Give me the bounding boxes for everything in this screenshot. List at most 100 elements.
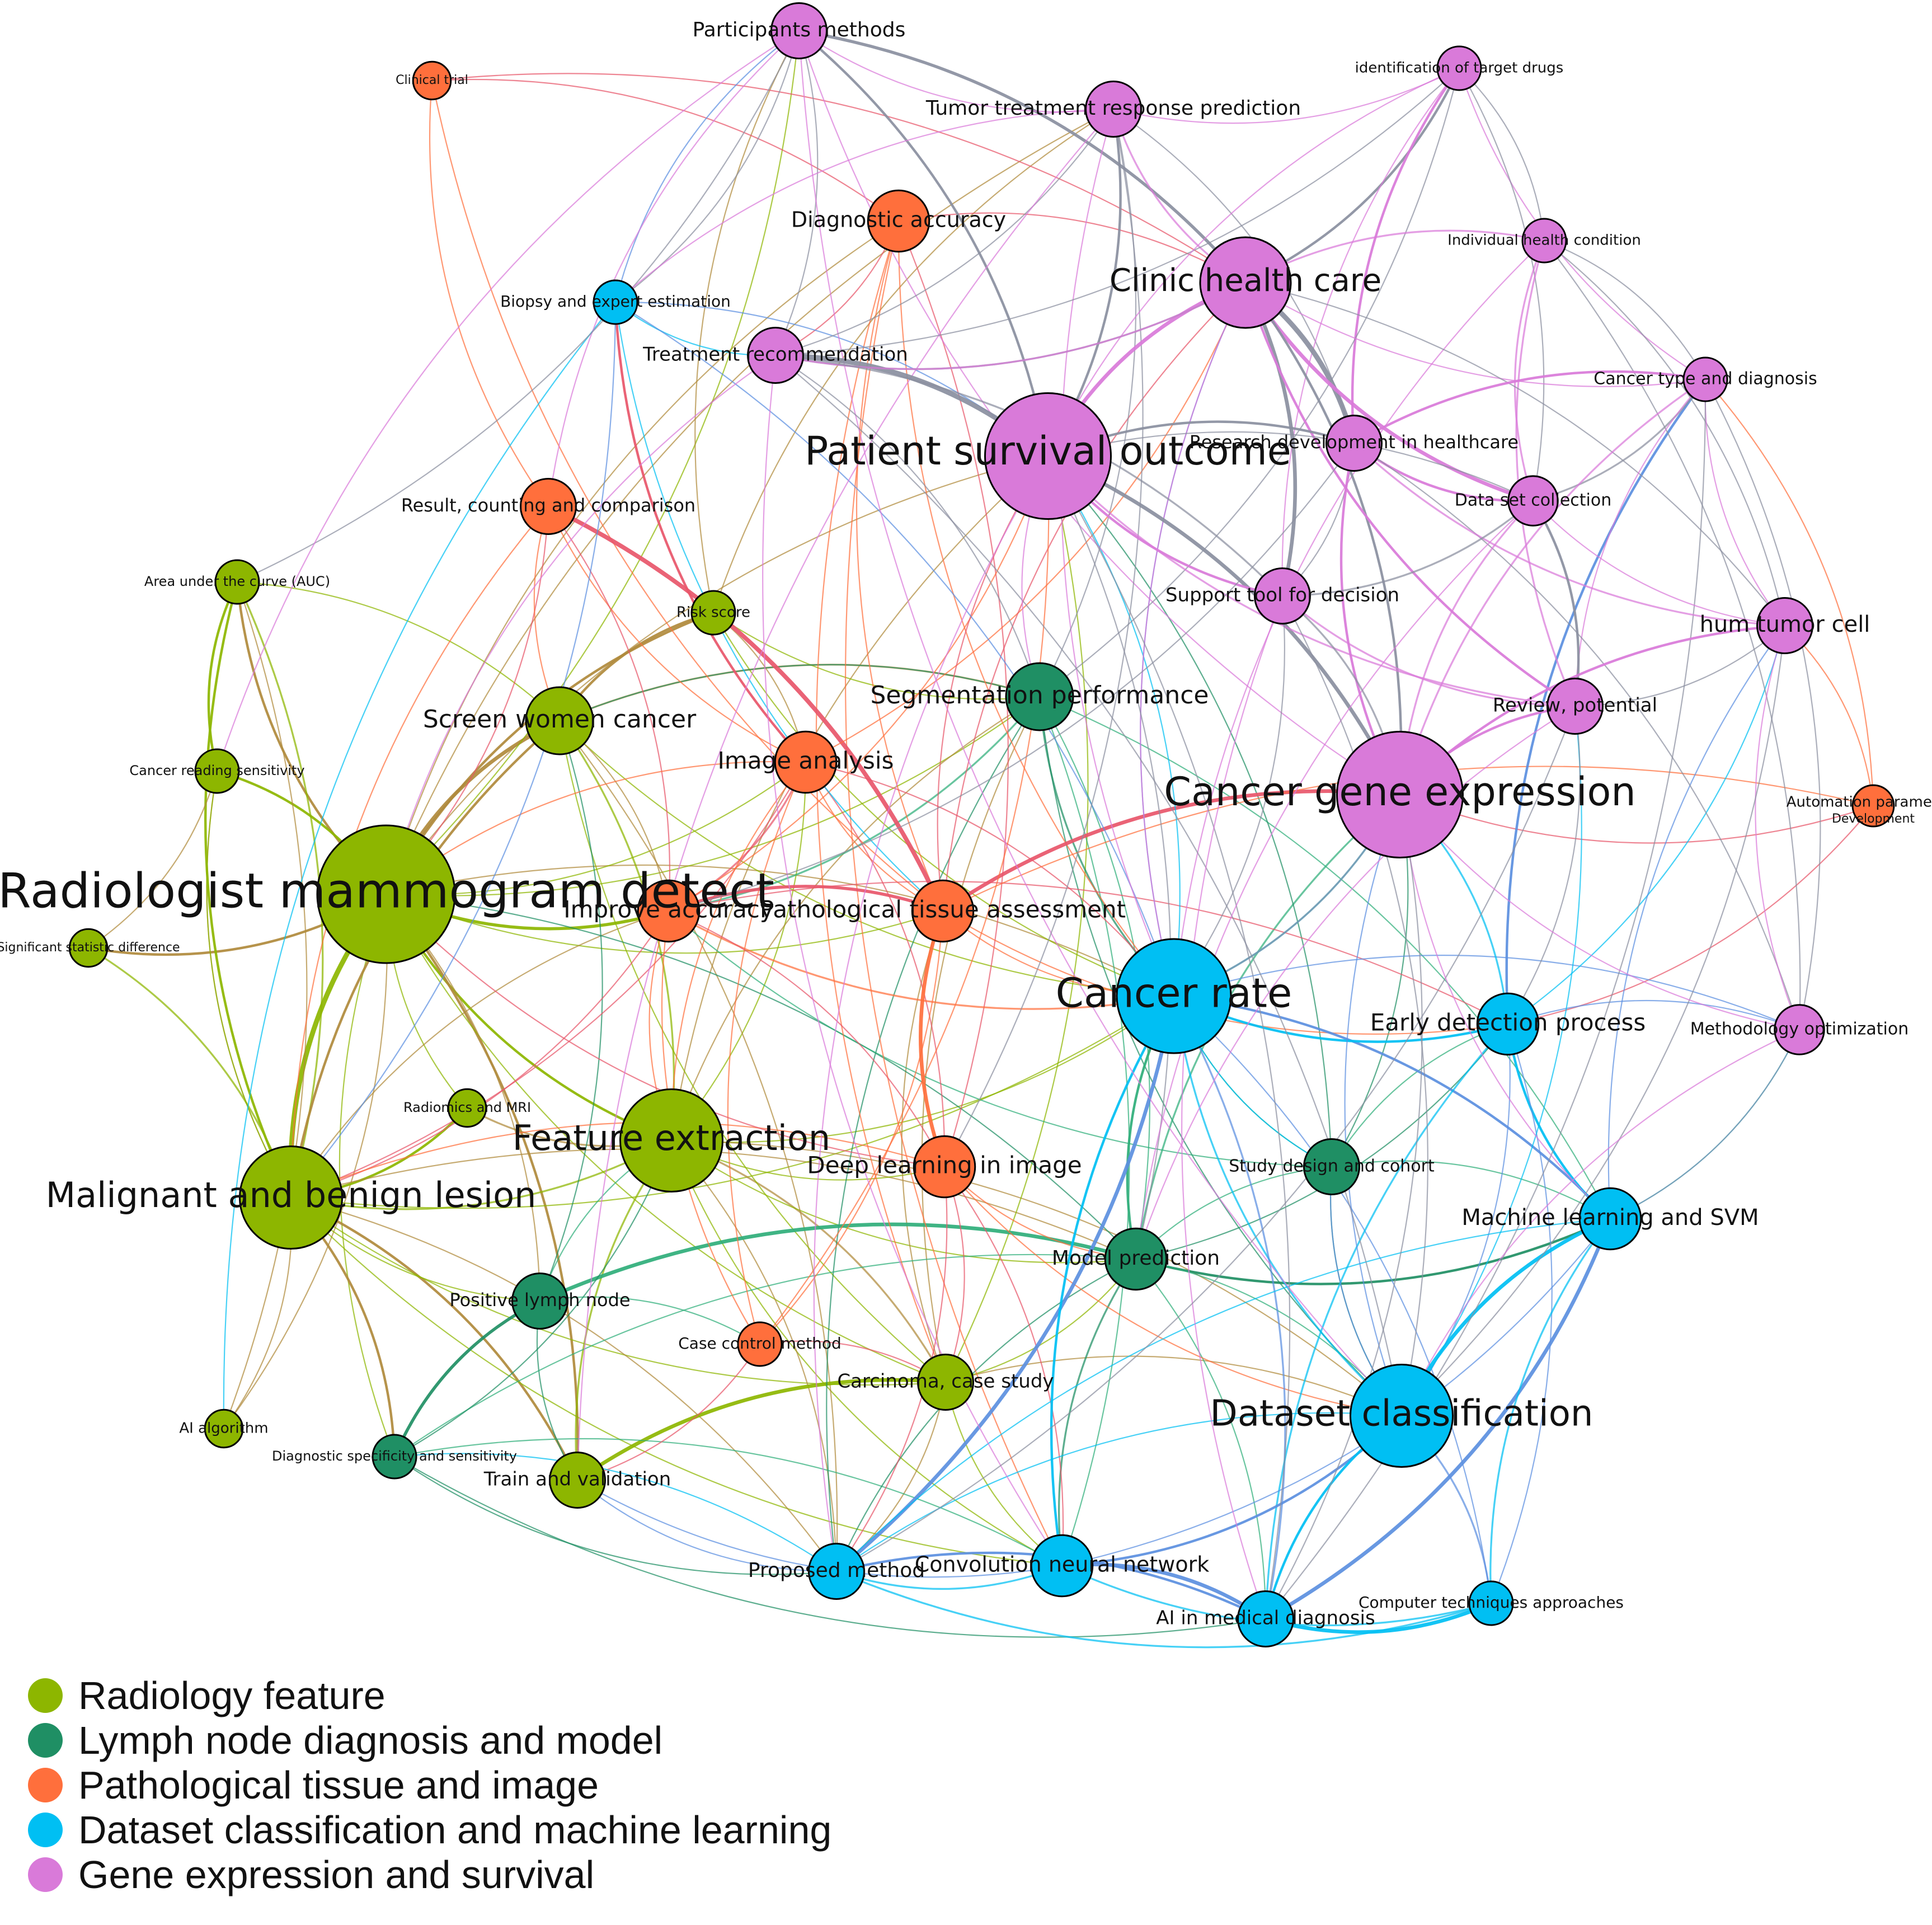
legend-swatch-lymph [28, 1723, 63, 1758]
edge-pln-mp [539, 1222, 1136, 1303]
edge-bee-pmeth [614, 30, 800, 303]
edge-ct-da [431, 78, 899, 222]
edge-swc-ccs [558, 720, 946, 1383]
node-label-imp: Improve accuracy [563, 896, 774, 923]
edge-ctd-cge [1399, 378, 1706, 795]
edge-ap-htc [1784, 625, 1874, 806]
node-label-rdh: Research development in healthcare [1190, 431, 1519, 453]
edge-edp-ctd [1505, 378, 1707, 1025]
node-mo [1774, 1004, 1825, 1055]
edge-rmd-ccs [386, 894, 946, 1383]
edge-chc-rvp [1244, 282, 1576, 707]
edge-rcc-pta [547, 504, 945, 912]
edge-pm-dss [394, 1453, 837, 1572]
edge-mbl-tv [290, 1196, 579, 1481]
edge-imp-pso [668, 456, 1049, 912]
node-label-sdc: Study design and cohort [1229, 1157, 1435, 1176]
edge-chc-cr [1140, 282, 1246, 997]
edge-itd-rdh [1351, 67, 1460, 444]
edge-mbl-cr [290, 996, 1174, 1209]
edge-ccm-pta [759, 910, 944, 1345]
edge-ccm-pso [759, 456, 1050, 1345]
node-ccm [737, 1321, 783, 1367]
edge-itd-ctd [1458, 68, 1706, 380]
node-tv [549, 1452, 606, 1509]
node-swc [525, 686, 594, 755]
node-label-cta: Computer techniques approaches [1358, 1593, 1624, 1612]
edge-da-chc [898, 212, 1246, 283]
edge-rmd-pta [386, 893, 943, 954]
edge-htc-mo [1755, 625, 1801, 1030]
edge-cr-pm [835, 996, 1176, 1573]
edge-ttrp-cr [1060, 109, 1175, 997]
edge-rdh-htc [1353, 442, 1785, 627]
edge-pta-cge [942, 789, 1400, 913]
edge-ct-rcc [429, 80, 549, 507]
edge-chc-cge [1244, 281, 1403, 795]
edge-pln-swc [539, 720, 603, 1302]
node-sdc [1303, 1138, 1360, 1195]
edge-ia-ccm [727, 762, 807, 1345]
node-dsc [1507, 475, 1559, 527]
edge-pm-tv [577, 1480, 837, 1572]
edge-swc-auc [237, 581, 560, 721]
node-label-mbl: Malignant and benign lesion [46, 1175, 537, 1215]
edge-edp-mo [1507, 999, 1800, 1031]
edge-itd-tr [775, 68, 1460, 356]
node-label-cge: Cancer gene expression [1164, 769, 1636, 815]
edge-tr-dc [775, 355, 1403, 1416]
edge-ia-mbl [290, 762, 806, 1199]
edge-pmeth-tr [774, 30, 819, 356]
node-mls [1578, 1187, 1642, 1251]
edge-pmeth-rcc [547, 30, 800, 507]
edge-rmd-ai [223, 894, 388, 1429]
node-label-pm: Proposed method [748, 1559, 925, 1582]
edge-fe-mp [671, 1140, 1136, 1264]
edge-rcc-mbl [290, 506, 549, 1198]
node-sp [1005, 662, 1074, 731]
edge-fe-ccs [671, 1139, 947, 1383]
node-label-auc: Area under the curve (AUC) [144, 574, 330, 589]
node-label-bee: Biopsy and expert estimation [500, 292, 731, 311]
edge-mp-aimd [1135, 1259, 1267, 1619]
node-bee [593, 279, 638, 325]
node-label-sp: Segmentation performance [870, 681, 1209, 710]
edge-sp-swc [559, 664, 1040, 722]
edge-mbl-fe [290, 1139, 672, 1210]
edge-cr-pso [1047, 456, 1181, 997]
edge-mls-aimd [1265, 1218, 1613, 1621]
edge-pta-pso [937, 456, 1049, 912]
edge-pmeth-crs [216, 30, 800, 772]
node-crs [194, 748, 240, 794]
edge-pso-pm [813, 456, 1049, 1572]
node-rmd [316, 824, 456, 964]
edge-mbl-ccs [290, 1197, 946, 1386]
edge-pmeth-dc [798, 30, 1402, 1416]
edge-rmd-dss [339, 894, 396, 1457]
edge-itd-stfd [1281, 68, 1460, 597]
edge-fe-ia [671, 762, 807, 1141]
edge-pso-rvp [1047, 455, 1576, 707]
edge-cge-mo [1399, 794, 1800, 1031]
edge-auc-ai [223, 581, 308, 1429]
edge-ia-dli [805, 762, 946, 1167]
edge-bee-ai [223, 302, 616, 1429]
edge-ccs-sp [921, 696, 1040, 1383]
edge-ttrp-itd [1113, 68, 1460, 124]
legend-swatch-dataset [28, 1813, 63, 1847]
edge-ap-ctd [1705, 379, 1874, 806]
edge-mp-rmd [386, 893, 1136, 1260]
node-label-ccs: Carcinoma, case study [837, 1370, 1054, 1393]
edge-mls-cta [1489, 1218, 1611, 1604]
edge-mbl-cnn [290, 1197, 1063, 1567]
node-pln [511, 1273, 568, 1330]
node-dli [913, 1135, 976, 1199]
edge-dli-rmd [386, 894, 945, 1168]
edge-ttrp-dli [944, 109, 1144, 1167]
legend-label-patho: Pathological tissue and image [78, 1763, 599, 1807]
edge-pm-cnn [836, 1565, 1063, 1590]
edge-itd-pso [1047, 67, 1460, 457]
node-rvp [1546, 678, 1604, 735]
edge-sdc-mls [1331, 1160, 1611, 1219]
